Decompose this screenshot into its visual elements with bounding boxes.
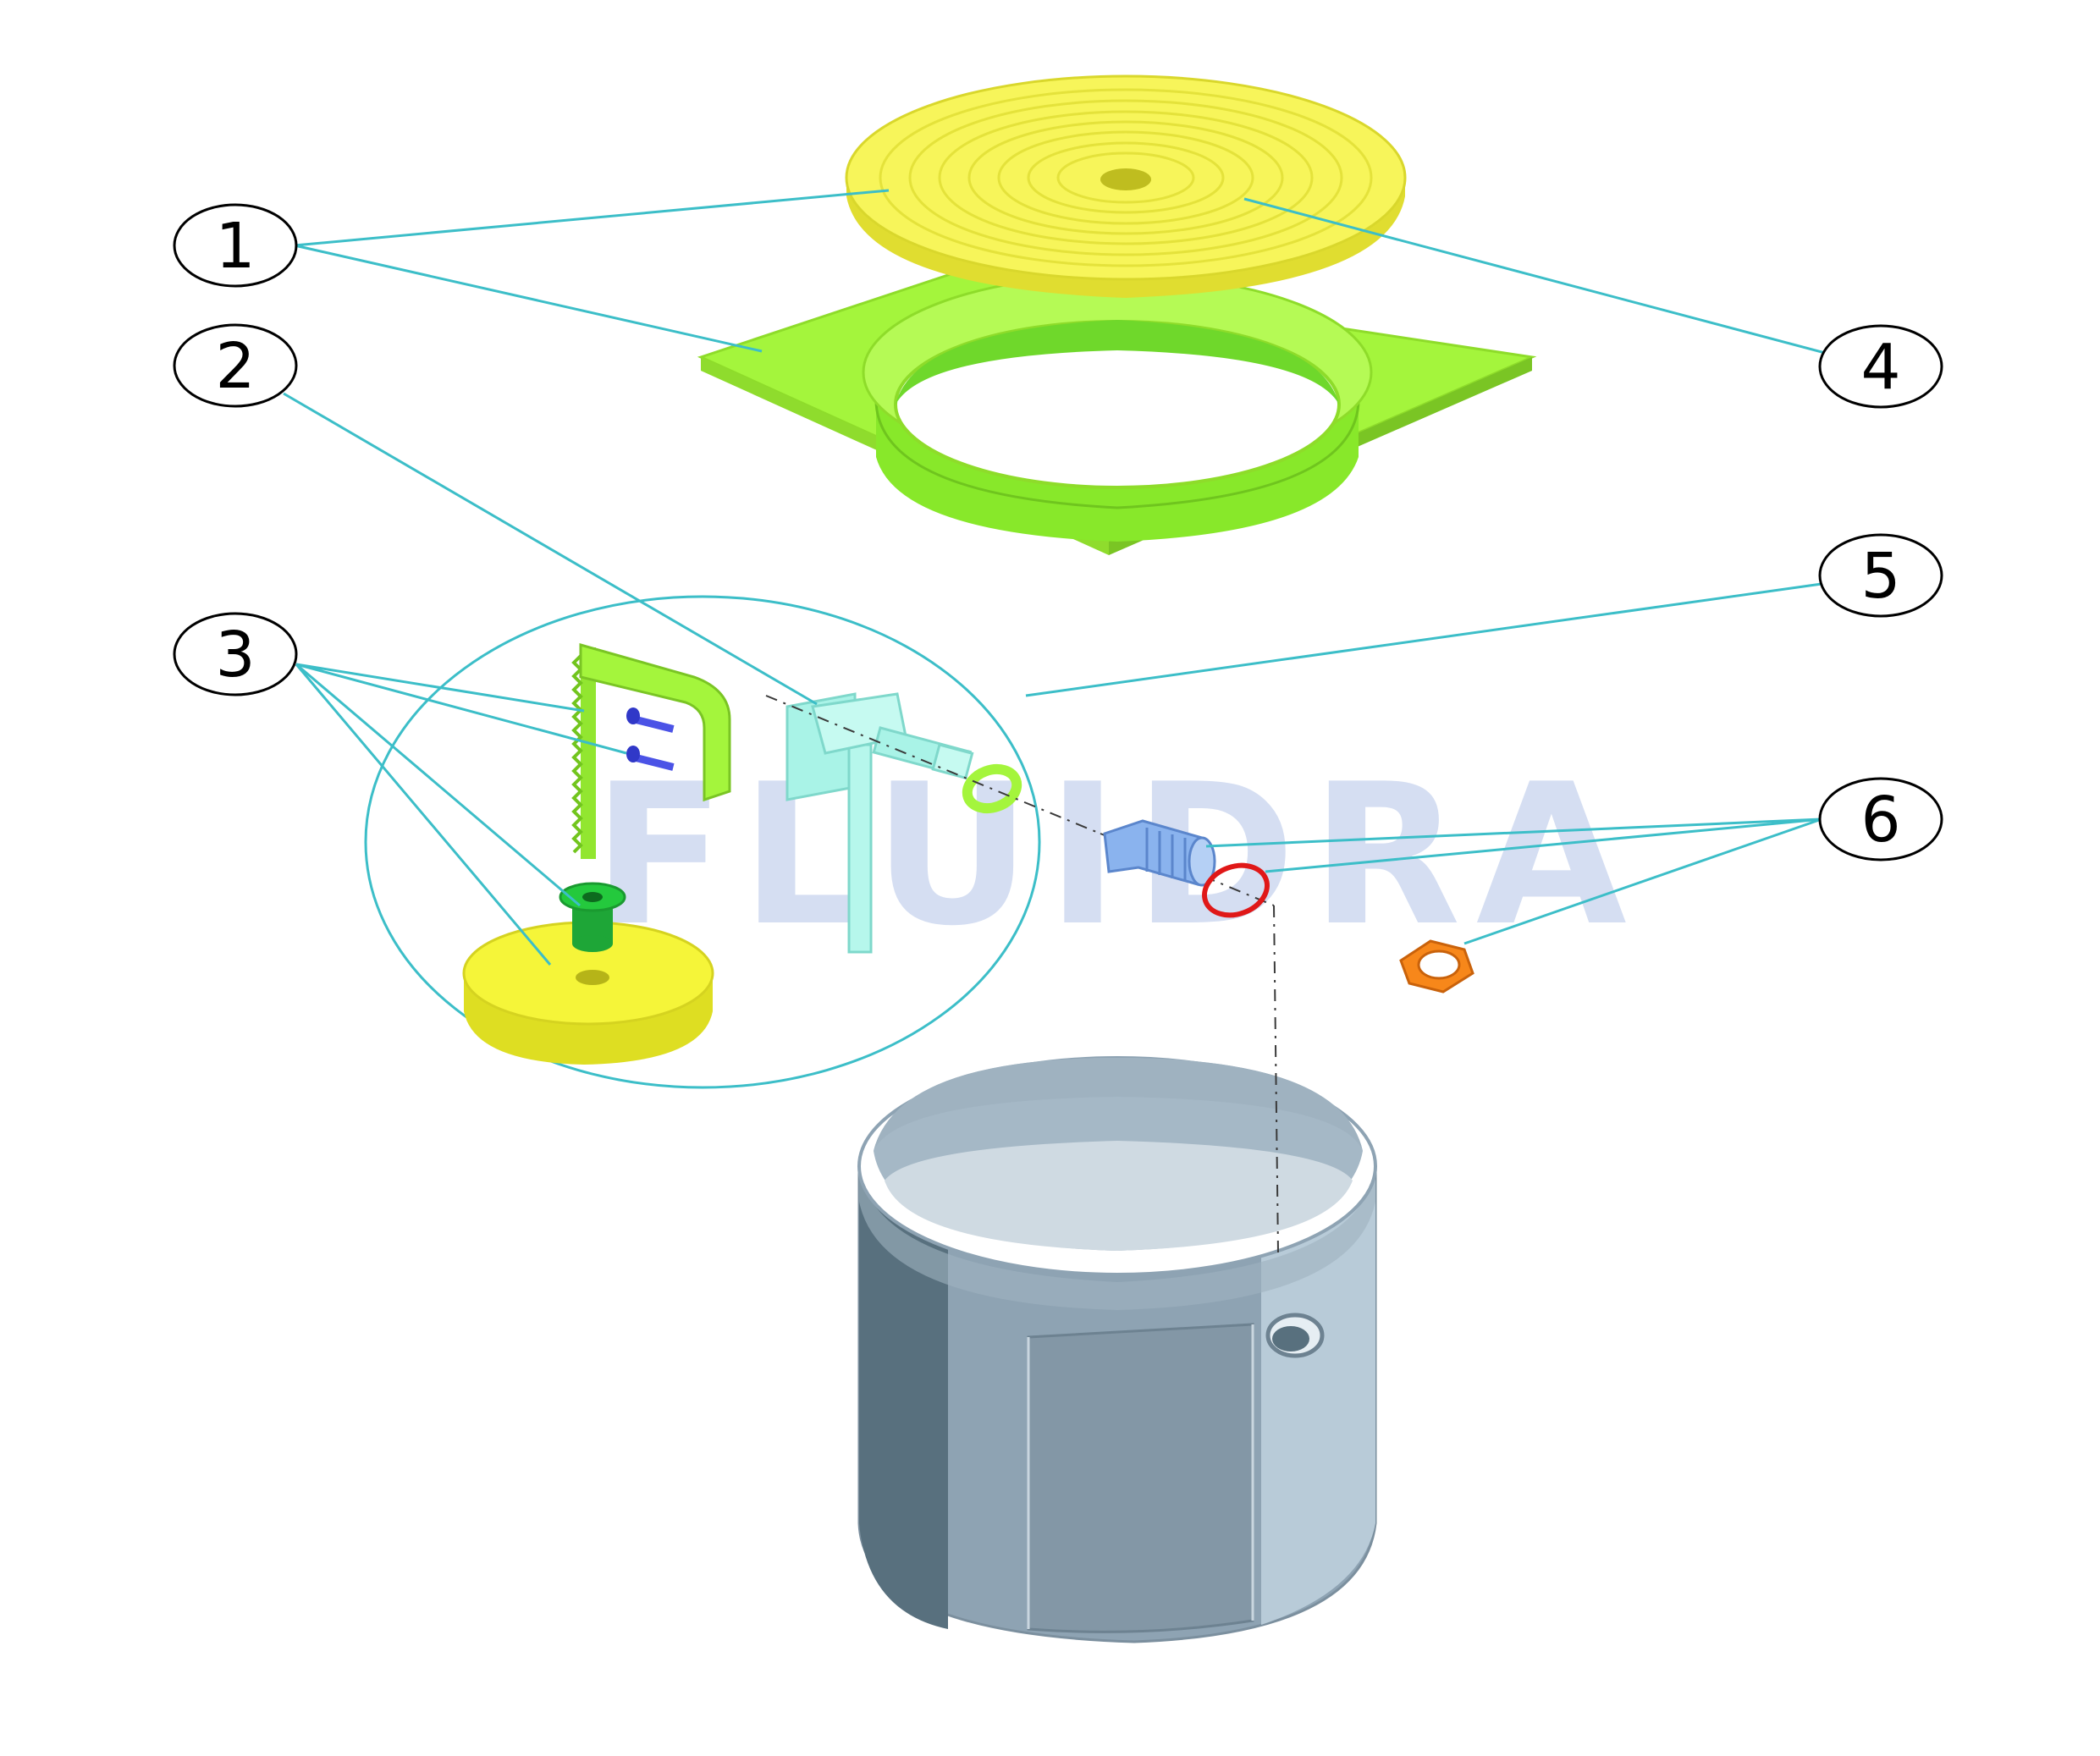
- callout-6-label: 6: [1860, 784, 1900, 856]
- threaded-nipple: [1103, 819, 1216, 887]
- bolts: [626, 707, 675, 771]
- detail-circle: [364, 595, 1041, 1089]
- red-oring: [1202, 862, 1270, 918]
- callout-4: 4: [1818, 324, 1943, 409]
- skimmer-body: [857, 1056, 1377, 1643]
- callout-5-label: 5: [1860, 540, 1900, 613]
- square-frame: [697, 269, 1537, 555]
- callout-2-label: 2: [215, 330, 255, 403]
- guide-bracket: [579, 643, 731, 802]
- hex-nut: [1399, 939, 1474, 994]
- float-disc: [462, 921, 714, 1065]
- callout-1: 1: [173, 203, 298, 288]
- callout-4-label: 4: [1860, 331, 1900, 404]
- connector-elbow: [785, 692, 974, 954]
- green-oring: [962, 763, 1022, 814]
- skimmer-lid: [845, 74, 1407, 298]
- leader-lines: [283, 189, 1829, 966]
- callout-1-label: 1: [215, 210, 255, 283]
- notched-rod: [571, 647, 596, 859]
- callout-5: 5: [1818, 533, 1943, 618]
- callout-3-label: 3: [215, 619, 255, 691]
- callout-3: 3: [173, 612, 298, 696]
- callout-6: 6: [1818, 777, 1943, 861]
- callout-2: 2: [173, 323, 298, 408]
